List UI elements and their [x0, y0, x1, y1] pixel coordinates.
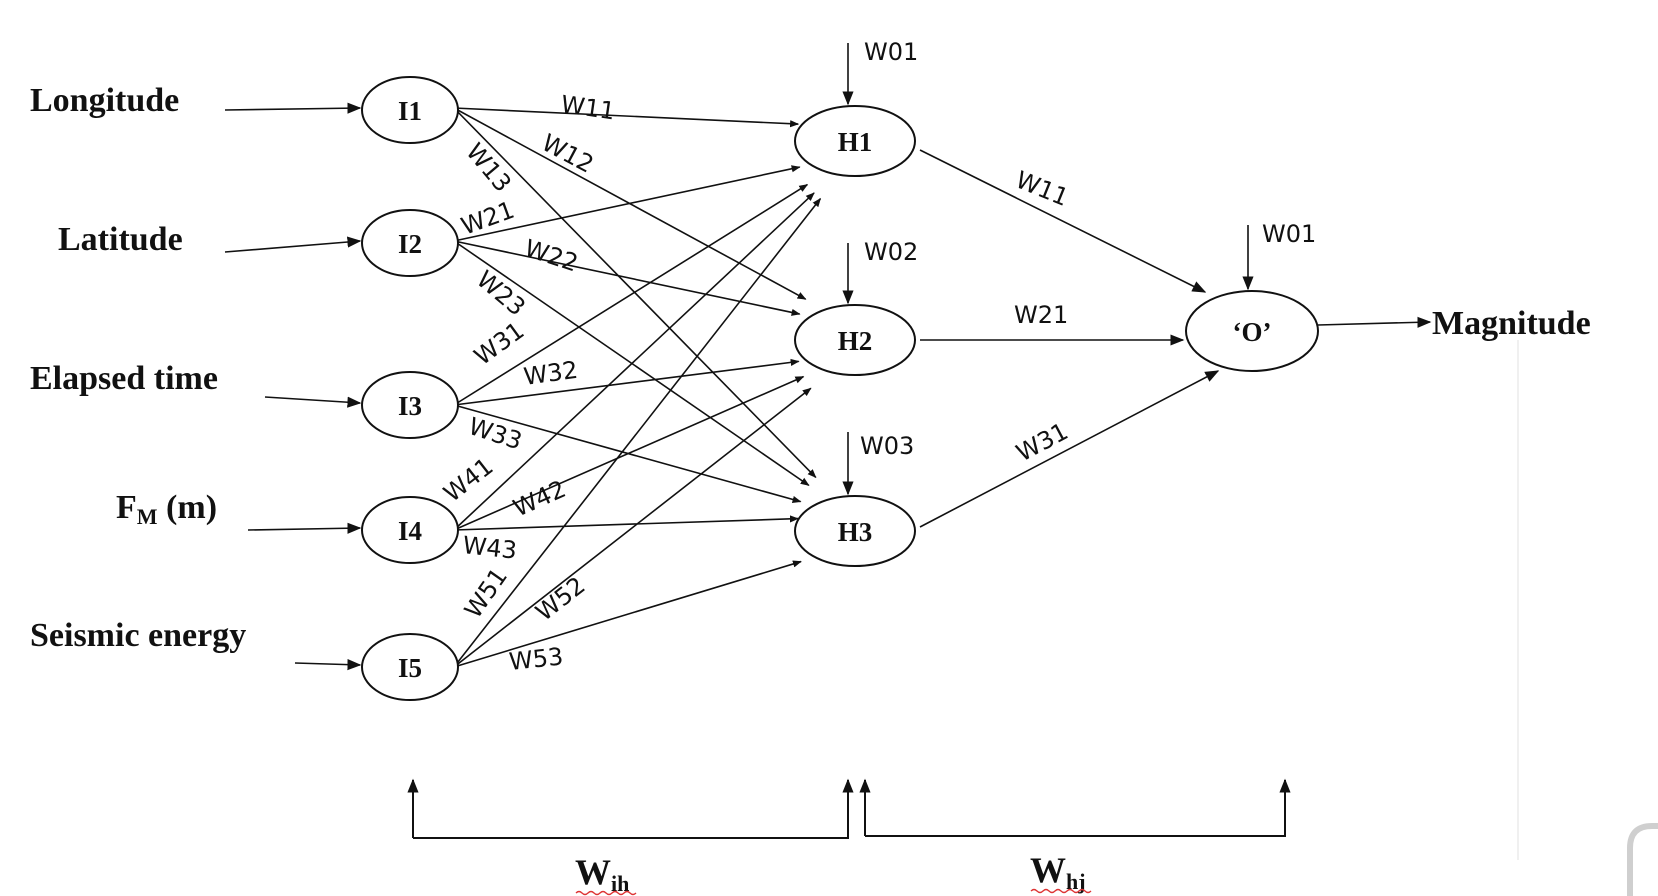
weight-label-ho-3: W31: [1012, 417, 1073, 467]
edge-i3-h2: [453, 358, 800, 406]
weight-label-w33: W33: [465, 412, 525, 455]
weight-label-w51: W51: [459, 563, 513, 624]
input-arrow-2: [224, 236, 362, 253]
weight-label-w11: W11: [559, 90, 617, 125]
edge-i3-h1: [453, 183, 809, 406]
edge-o-magnitude: [1317, 316, 1432, 328]
weight-label-ho-1: W11: [1012, 166, 1073, 212]
edge-h1-o: [919, 149, 1207, 293]
input-arrow-3: [264, 396, 362, 408]
bias-label-h2: W02: [864, 238, 918, 266]
input-node-i5: [361, 633, 459, 701]
input-label-seismic-energy: Seismic energy: [30, 617, 246, 654]
input-arrow-5: [294, 659, 362, 671]
input-label-longitude: Longitude: [30, 82, 179, 119]
input-node-i4: [361, 496, 459, 564]
output-node-label: ‘O’: [1233, 317, 1272, 347]
edge-i5-h3: [453, 560, 802, 668]
bias-label-h3: W03: [860, 432, 914, 460]
weight-label-w22: W22: [521, 234, 581, 277]
input-node-i1: [361, 76, 459, 144]
weight-label-w41: W41: [438, 452, 498, 507]
weight-label-w52: W52: [530, 571, 590, 626]
hidden-node-h2: [794, 304, 916, 376]
input-node-label-i1: I1: [398, 96, 422, 126]
hidden-node-label-h1: H1: [838, 127, 873, 157]
bias-label-h1: W01: [864, 38, 918, 66]
weight-label-ho-2: W21: [1014, 301, 1068, 329]
input-node-label-i4: I4: [398, 516, 422, 546]
label-whj-sub: hj: [1066, 869, 1086, 894]
label-whj: Whj: [1030, 850, 1086, 894]
hidden-node-h1: [794, 105, 916, 177]
input-nodes: I1 I2 I3 I4 I5: [361, 76, 459, 701]
input-node-i2: [361, 209, 459, 277]
output-node-group: ‘O’ Magnitude: [1185, 290, 1591, 372]
input-arrow-4: [247, 522, 362, 534]
edge-i5-h1: [453, 197, 822, 668]
input-node-label-i5: I5: [398, 653, 422, 683]
weight-label-w32: W32: [522, 356, 580, 391]
input-label-fm-sub: M: [137, 504, 158, 529]
label-wih: Wih: [575, 852, 629, 896]
edge-i2-h2: [453, 240, 801, 316]
edge-i4-h3: [453, 515, 799, 531]
output-label-magnitude: Magnitude: [1432, 305, 1591, 342]
input-label-fm-main: F: [116, 489, 137, 526]
weight-label-w12: W12: [537, 129, 598, 179]
weight-label-w53: W53: [508, 642, 565, 676]
input-label-fm: FM (m): [116, 489, 217, 529]
connection-edges: [224, 43, 1432, 671]
input-labels: Longitude Latitude Elapsed time FM (m) S…: [30, 82, 246, 654]
input-node-i3: [361, 371, 459, 439]
bias-label-output: W01: [1262, 220, 1316, 248]
label-wih-main: W: [575, 852, 611, 892]
output-node: [1185, 290, 1319, 372]
hidden-nodes: H1 H2 H3: [794, 105, 916, 567]
weight-label-w43: W43: [461, 531, 518, 565]
spellcheck-underline-wih: [575, 890, 637, 896]
label-whj-main: W: [1030, 850, 1066, 890]
bracket-whj: [865, 778, 1291, 837]
input-node-label-i2: I2: [398, 229, 422, 259]
edge-i4-h1: [453, 192, 815, 531]
corner-artifact-shape: [1627, 823, 1658, 896]
spellcheck-underline-whj: [1030, 888, 1092, 894]
weight-label-w13: W13: [460, 138, 516, 198]
edge-h3-o: [919, 370, 1220, 528]
hidden-node-label-h2: H2: [838, 326, 873, 356]
edge-i4-h2: [453, 375, 805, 531]
bias-labels: W01 W02 W03 W01: [860, 38, 1316, 460]
edge-i1-h1: [453, 107, 800, 128]
edge-i5-h2: [453, 387, 812, 668]
hidden-node-label-h3: H3: [838, 517, 873, 547]
weight-label-w42: W42: [509, 475, 570, 523]
input-label-latitude: Latitude: [58, 221, 183, 258]
input-arrow-1: [224, 102, 362, 114]
weight-brackets: Wih Whj: [407, 778, 1291, 896]
input-label-fm-rest: (m): [158, 489, 217, 526]
label-wih-sub: ih: [611, 871, 629, 896]
input-label-elapsed-time: Elapsed time: [30, 360, 218, 397]
edge-i2-h1: [453, 165, 801, 242]
hidden-node-h3: [794, 495, 916, 567]
input-node-label-i3: I3: [398, 391, 422, 421]
bracket-wih: [413, 778, 854, 839]
